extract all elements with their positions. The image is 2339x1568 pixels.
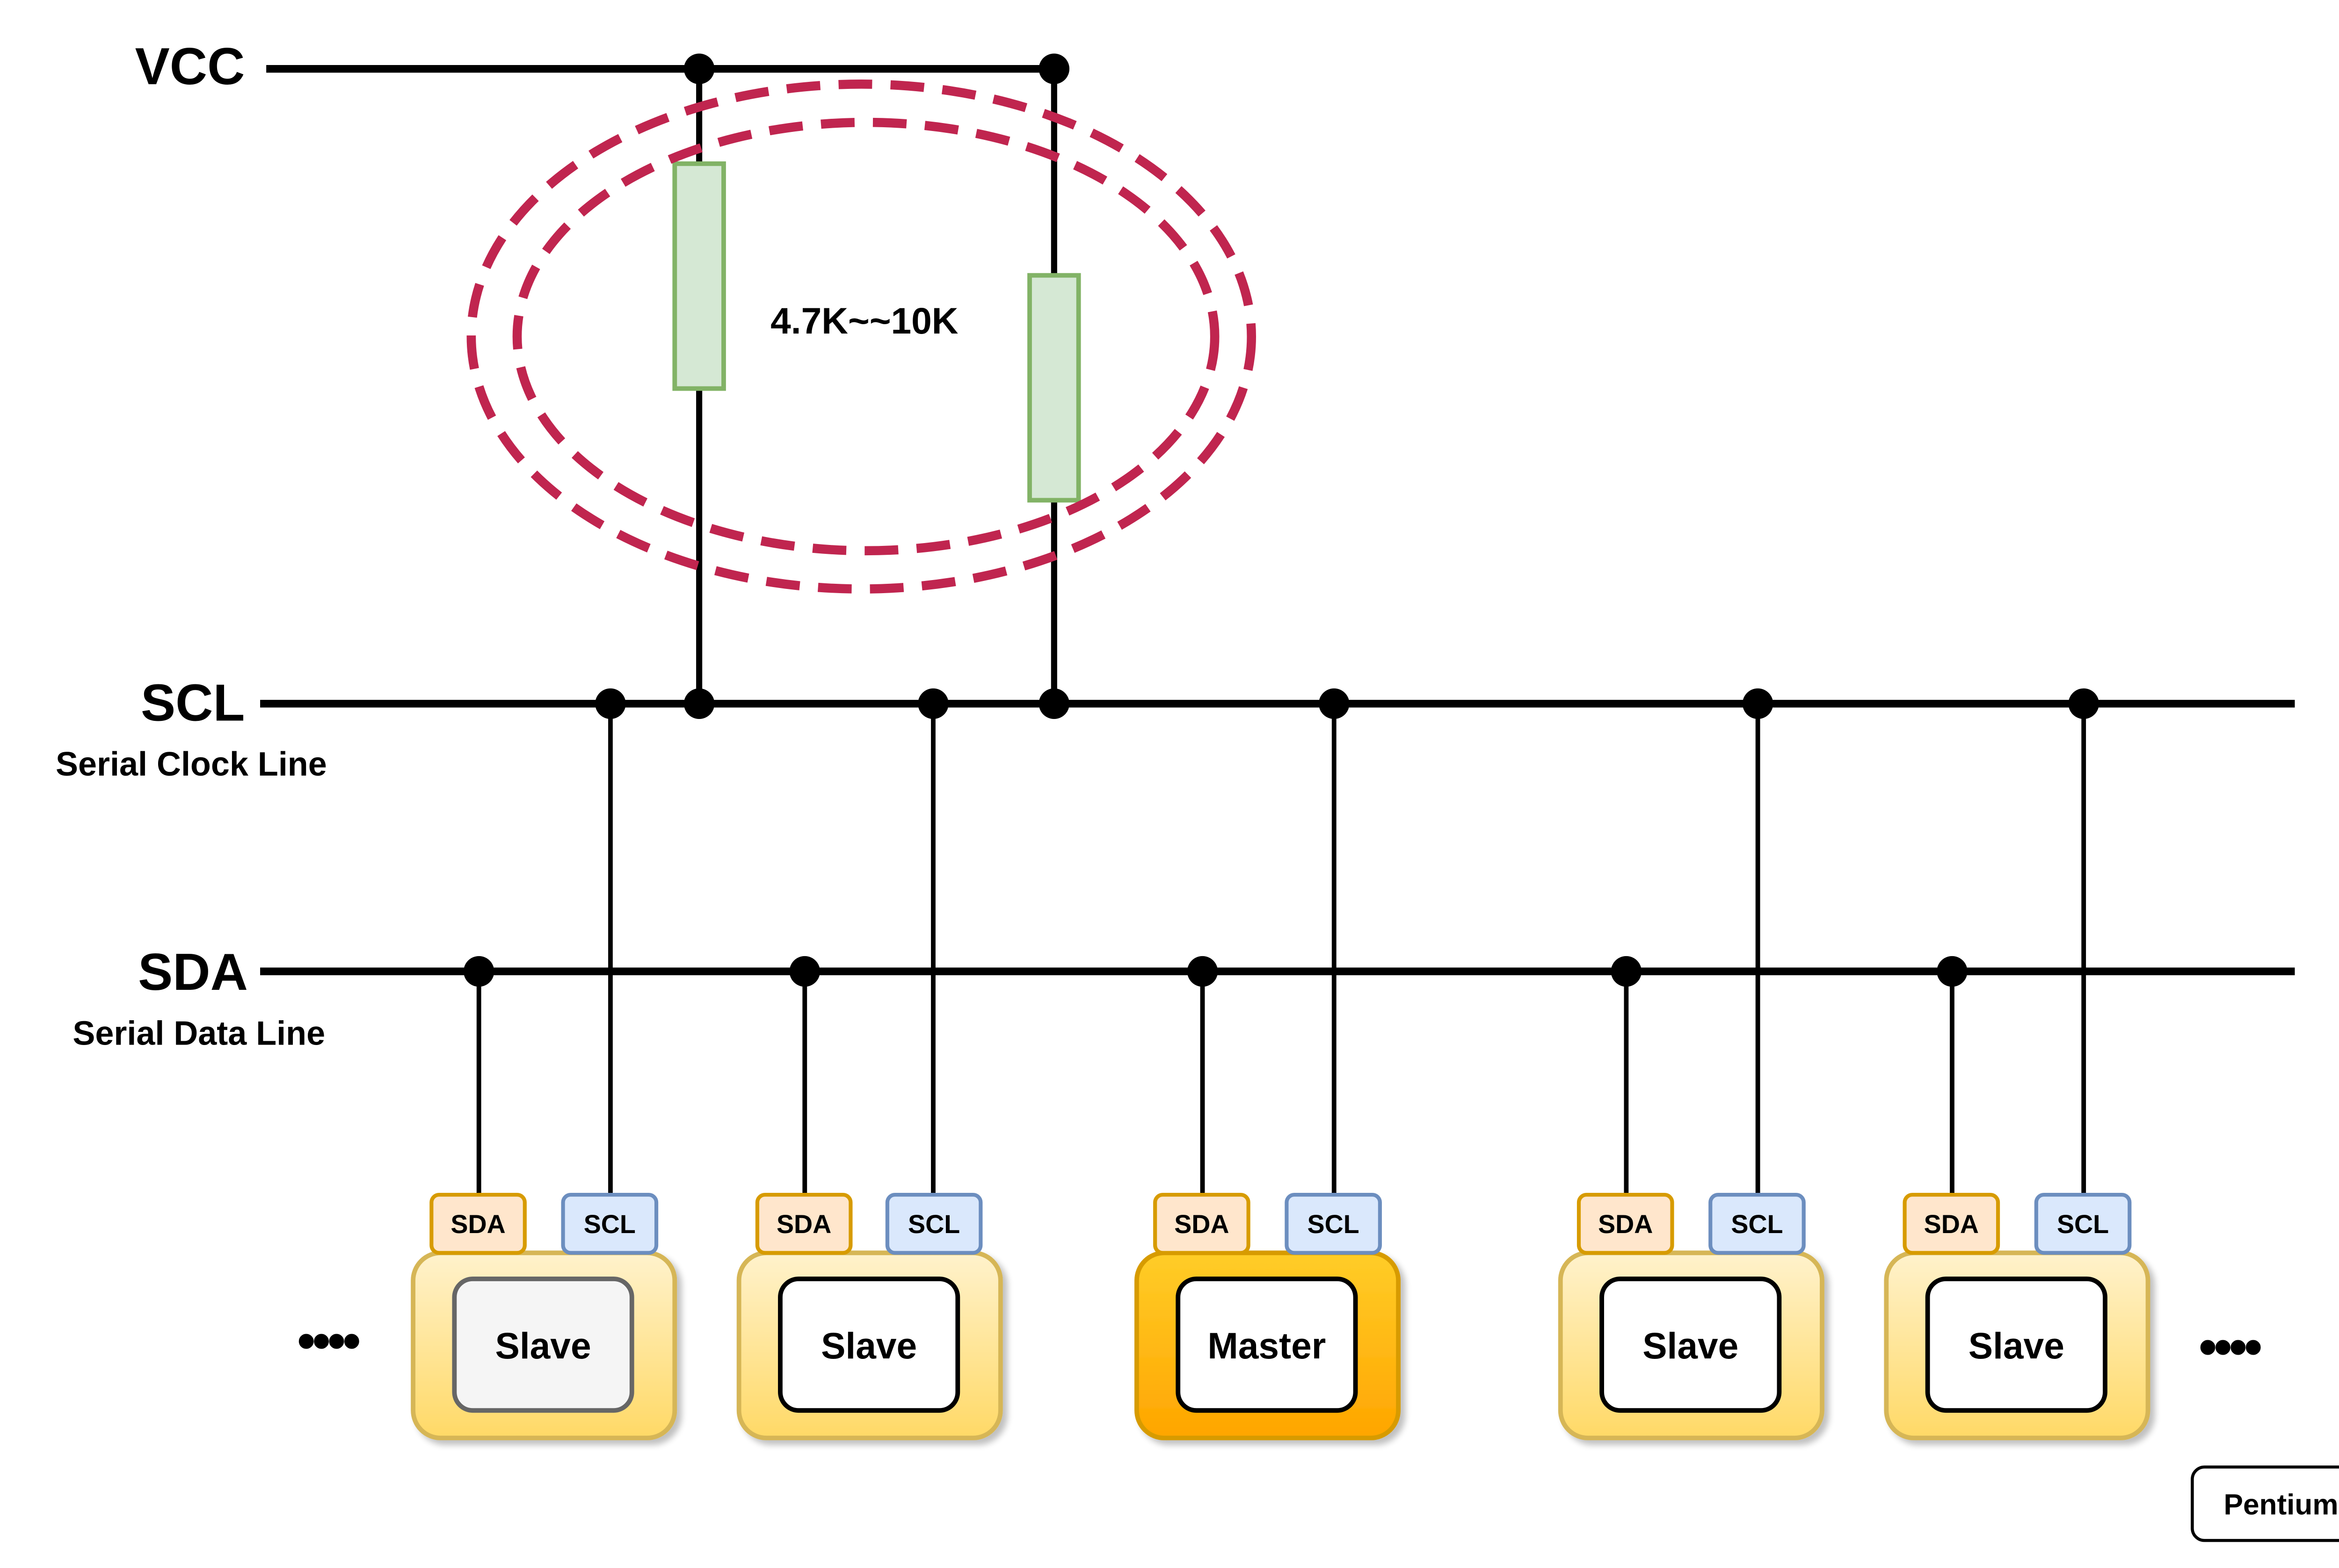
scl-pin-label: SCL [908, 1210, 960, 1239]
device-slave-4: Slave SDA SCL [1884, 1192, 2150, 1440]
device-label: Slave [1642, 1325, 1738, 1366]
corner-tag: Pentium [2191, 1465, 2339, 1542]
resistor-highlight-inner [512, 117, 1220, 556]
resistor-highlight-outer [466, 80, 1256, 594]
pullup-resistor-2 [1027, 273, 1081, 503]
scl-description: Serial Clock Line [56, 746, 327, 783]
device-slave-3: Slave SDA SCL [1558, 1192, 1824, 1440]
sda-pin [755, 1192, 853, 1255]
device-slave-2: Slave SDA SCL [736, 1192, 1003, 1440]
scl-pin [561, 1192, 659, 1255]
sda-pin-label: SDA [450, 1210, 505, 1239]
scl-pin [1285, 1192, 1382, 1255]
corner-tag-label: Pentium [2224, 1489, 2339, 1521]
scl-label: SCL [141, 673, 245, 732]
sda-pin-label: SDA [1924, 1210, 1979, 1239]
vcc-label: VCC [135, 37, 245, 95]
sda-pin [1576, 1192, 1674, 1255]
scl-pin-label: SCL [2057, 1210, 2109, 1239]
scl-pin [2034, 1192, 2132, 1255]
resistor-value-label: 4.7K~~10K [770, 300, 958, 341]
scl-pin [885, 1192, 983, 1255]
sda-description: Serial Data Line [73, 1015, 325, 1053]
ellipsis-left: •••• [297, 1311, 359, 1370]
device-slave-1: Slave SDA SCL [411, 1192, 677, 1440]
device-wires [476, 704, 2086, 1197]
device-master: Master SDA SCL [1134, 1192, 1401, 1440]
sda-pin-label: SDA [1598, 1210, 1653, 1239]
scl-pin-label: SCL [1731, 1210, 1783, 1239]
sda-pin [1903, 1192, 2000, 1255]
sda-pin [1153, 1192, 1250, 1255]
scl-pin [1708, 1192, 1806, 1255]
pullup-resistor-1 [672, 161, 726, 391]
scl-pin-label: SCL [1308, 1210, 1359, 1239]
device-label: Master [1207, 1325, 1326, 1366]
ellipsis-right: •••• [2199, 1317, 2261, 1376]
device-label: Slave [495, 1325, 591, 1366]
device-label: Slave [821, 1325, 917, 1366]
sda-pin-label: SDA [777, 1210, 831, 1239]
junction-dots [464, 53, 2099, 987]
scl-pin-label: SCL [584, 1210, 636, 1239]
device-label: Slave [1969, 1325, 2064, 1366]
sda-pin [429, 1192, 527, 1255]
sda-pin-label: SDA [1174, 1210, 1229, 1239]
sda-label: SDA [138, 943, 248, 1001]
